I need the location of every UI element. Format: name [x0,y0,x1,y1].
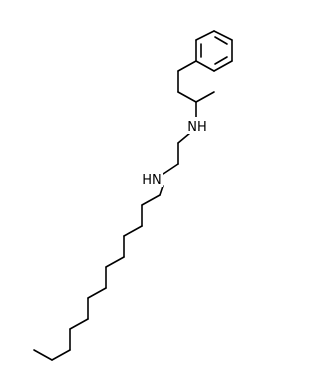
alkyl-bond-13 [33,349,53,361]
bridge-bond-3 [162,163,179,175]
methyl-bond [195,91,215,103]
alkyl-bond-12 [51,349,71,361]
ring-bond-4 [195,60,215,72]
atom-label-amine-1: NH [186,117,208,135]
phenylbutyl-chain [177,60,215,122]
ring-bond-1 [213,30,233,41]
alkyl-bond-2 [141,194,161,206]
alkyl-bond-8 [87,287,107,299]
amine-label-2: HN [142,173,162,188]
benzene-ring [195,30,233,72]
chain-bond-1 [177,60,197,72]
alkyl-bond-6 [105,256,125,268]
atom-label-amine-1-bg [186,117,208,134]
alkyl-bond-10 [69,318,89,330]
ring-inner-bond-1 [214,36,228,45]
ethylenediamine-bridge [162,132,191,175]
alkyl-bond-1 [159,185,164,196]
amine-label-1: NH [187,120,207,135]
chemical-structure-canvas: NH HN [33,30,233,361]
chain-bond-3 [177,91,197,103]
undecyl-chain [33,185,164,361]
alkyl-bond-4 [123,225,143,237]
atom-label-amine-2: HN [141,170,163,188]
ring-bond-6 [195,30,215,41]
bridge-bond-1 [177,132,191,144]
ring-bond-3 [213,60,233,72]
atom-label-amine-2-bg [141,170,163,187]
structure-svg: NH HN [33,30,233,361]
ring-inner-bond-2 [214,56,228,65]
